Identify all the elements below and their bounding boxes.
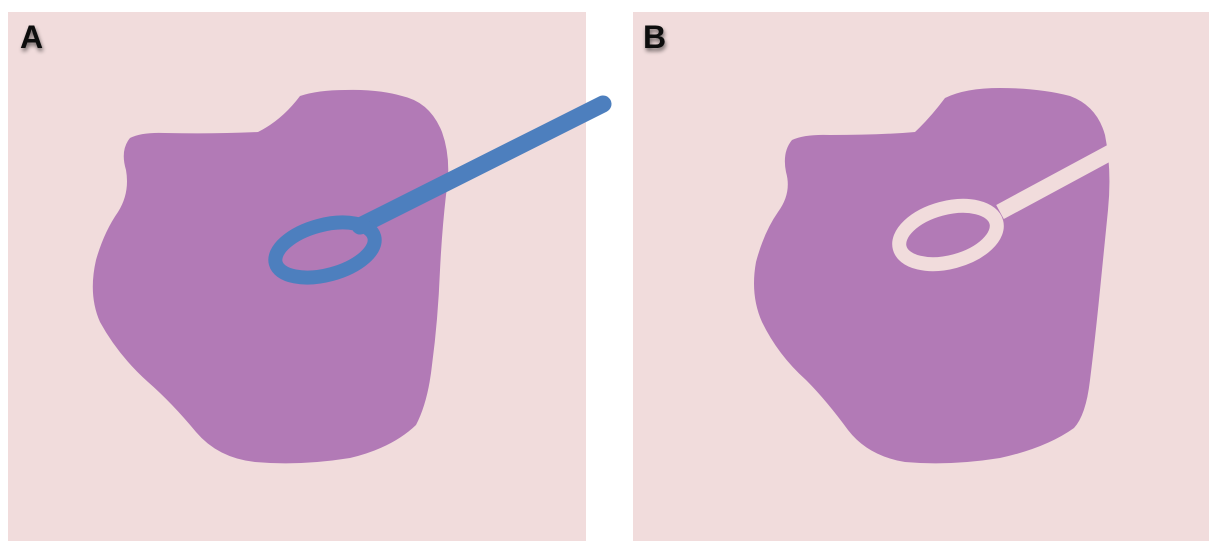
panel-b: B: [633, 12, 1209, 541]
panel-b-label: B: [643, 19, 666, 55]
panel-a: A: [8, 12, 603, 541]
panel-a-label: A: [20, 19, 43, 55]
